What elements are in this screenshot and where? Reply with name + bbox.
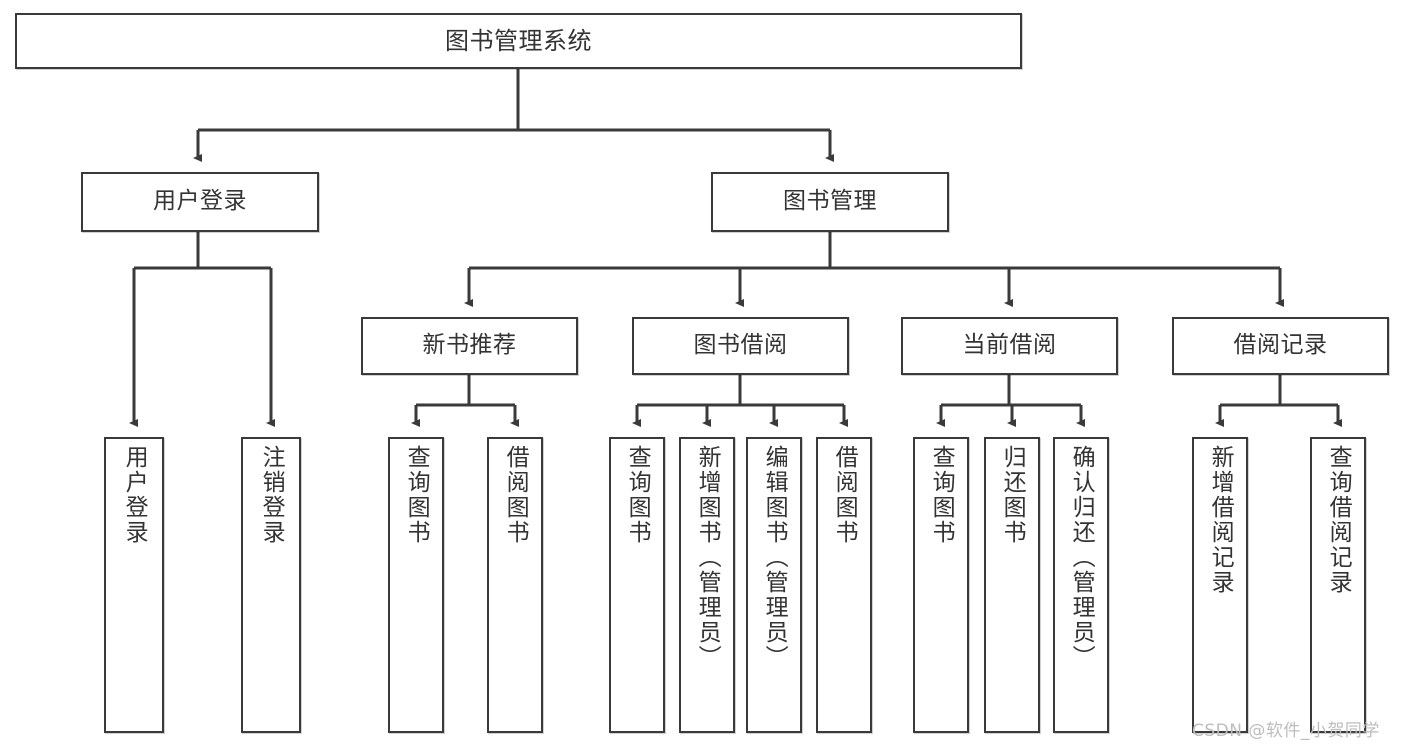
node-new-book-recommend-label: 新书推荐 <box>422 332 517 359</box>
node-new-book-recommend[interactable]: 新书推荐 <box>361 317 578 375</box>
node-leaf-user-login-label: 用户登录 <box>121 445 148 545</box>
node-current-borrow-label: 当前借阅 <box>962 332 1057 359</box>
node-leaf-query-record[interactable]: 查询借阅记录 <box>1310 437 1366 733</box>
node-leaf-confirm-return-label: 确认归还（管理员） <box>1068 445 1095 670</box>
node-leaf-query-book-1[interactable]: 查询图书 <box>388 437 444 733</box>
node-borrow-record[interactable]: 借阅记录 <box>1172 317 1389 375</box>
node-leaf-logout[interactable]: 注销登录 <box>241 437 301 733</box>
node-leaf-edit-book[interactable]: 编辑图书（管理员） <box>746 437 802 733</box>
node-leaf-return-book-label: 归还图书 <box>999 445 1026 545</box>
node-leaf-add-book[interactable]: 新增图书（管理员） <box>679 437 735 733</box>
node-leaf-query-book-2-label: 查询图书 <box>624 445 651 545</box>
node-leaf-borrow-book-1[interactable]: 借阅图书 <box>487 437 543 733</box>
node-book-manage[interactable]: 图书管理 <box>711 172 949 232</box>
node-current-borrow[interactable]: 当前借阅 <box>901 317 1118 375</box>
node-user-login-label: 用户登录 <box>153 188 247 215</box>
node-leaf-query-record-label: 查询借阅记录 <box>1325 445 1352 595</box>
node-borrow-record-label: 借阅记录 <box>1233 332 1328 359</box>
node-leaf-edit-book-label: 编辑图书（管理员） <box>761 445 788 670</box>
watermark: CSDN @软件_小贺同学 <box>1192 721 1380 741</box>
node-leaf-confirm-return[interactable]: 确认归还（管理员） <box>1053 437 1109 733</box>
node-leaf-return-book[interactable]: 归还图书 <box>984 437 1040 733</box>
node-leaf-add-book-label: 新增图书（管理员） <box>694 445 721 670</box>
node-leaf-logout-label: 注销登录 <box>258 445 285 545</box>
node-leaf-borrow-book-1-label: 借阅图书 <box>502 445 529 545</box>
node-leaf-query-book-3[interactable]: 查询图书 <box>913 437 969 733</box>
node-book-borrow-label: 图书借阅 <box>693 332 788 359</box>
node-leaf-user-login[interactable]: 用户登录 <box>104 437 164 733</box>
node-leaf-borrow-book-2-label: 借阅图书 <box>831 445 858 545</box>
node-book-borrow[interactable]: 图书借阅 <box>632 317 849 375</box>
node-leaf-query-book-2[interactable]: 查询图书 <box>609 437 665 733</box>
node-root[interactable]: 图书管理系统 <box>15 13 1022 69</box>
node-leaf-borrow-book-2[interactable]: 借阅图书 <box>816 437 872 733</box>
node-leaf-query-book-1-label: 查询图书 <box>403 445 430 545</box>
node-leaf-add-record[interactable]: 新增借阅记录 <box>1192 437 1248 733</box>
node-leaf-add-record-label: 新增借阅记录 <box>1207 445 1234 595</box>
node-book-manage-label: 图书管理 <box>783 188 877 215</box>
node-user-login[interactable]: 用户登录 <box>81 172 319 232</box>
node-leaf-query-book-3-label: 查询图书 <box>928 445 955 545</box>
node-root-label: 图书管理系统 <box>445 26 592 55</box>
